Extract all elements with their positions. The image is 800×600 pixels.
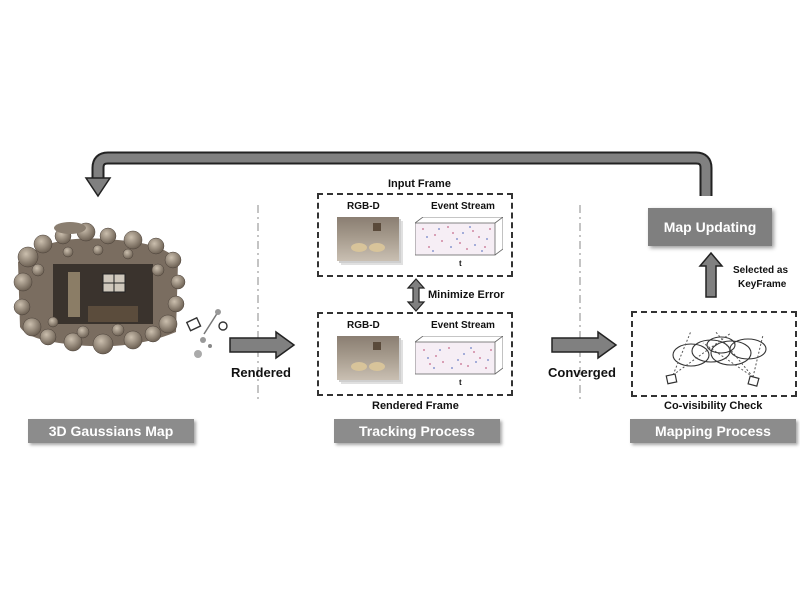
gaussian-point-cloud-image bbox=[13, 222, 228, 358]
event-stream-image-input bbox=[415, 217, 503, 256]
rendered-arrow bbox=[229, 330, 296, 360]
map-updating-box: Map Updating bbox=[648, 208, 772, 246]
event-stream-image-rendered bbox=[415, 336, 503, 375]
rgbd-label-rendered: RGB-D bbox=[347, 320, 380, 331]
event-stream-label-input: Event Stream bbox=[431, 201, 495, 212]
converged-label: Converged bbox=[548, 365, 616, 380]
input-frame-label: Input Frame bbox=[388, 178, 451, 190]
covisibility-label: Co-visibility Check bbox=[664, 400, 763, 412]
time-axis-input: t bbox=[459, 259, 462, 268]
rgbd-image-rendered bbox=[337, 336, 399, 380]
rgbd-label-input: RGB-D bbox=[347, 201, 380, 212]
gaussians-map-label: 3D Gaussians Map bbox=[28, 419, 194, 443]
event-stream-label-rendered: Event Stream bbox=[431, 320, 495, 331]
rgbd-image-input bbox=[337, 217, 399, 261]
minimize-error-arrow bbox=[406, 278, 426, 312]
mapping-process-label: Mapping Process bbox=[630, 419, 796, 443]
covisibility-image bbox=[665, 330, 767, 387]
selected-keyframe-label-2: KeyFrame bbox=[738, 279, 787, 290]
covisibility-box bbox=[631, 311, 797, 397]
input-frame-box: RGB-D Event Stream t bbox=[317, 193, 513, 277]
selected-keyframe-label-1: Selected as bbox=[733, 265, 789, 276]
rendered-frame-label: Rendered Frame bbox=[372, 400, 459, 412]
minimize-error-label: Minimize Error bbox=[428, 289, 505, 301]
converged-arrow bbox=[551, 330, 618, 360]
keyframe-up-arrow bbox=[698, 252, 724, 298]
rendered-frame-box: RGB-D Event Stream t bbox=[317, 312, 513, 396]
rendered-label: Rendered bbox=[231, 365, 291, 380]
time-axis-rendered: t bbox=[459, 378, 462, 387]
tracking-process-label: Tracking Process bbox=[334, 419, 500, 443]
